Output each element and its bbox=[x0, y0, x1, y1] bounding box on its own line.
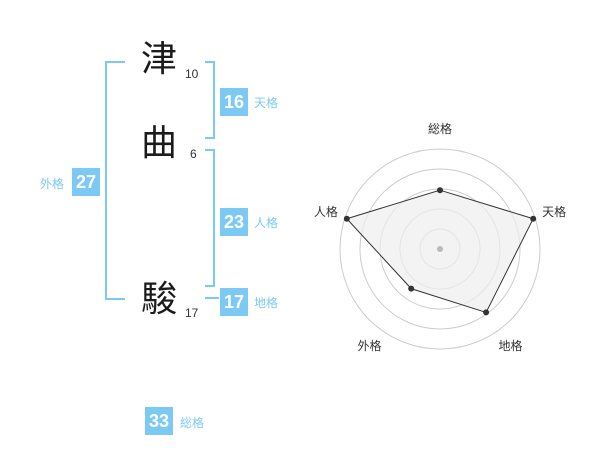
stroke-count-1: 10 bbox=[185, 67, 199, 81]
name-char-2: 曲 bbox=[141, 123, 178, 164]
soukaku-value-badge: 33 bbox=[145, 407, 173, 435]
tenkaku-bracket bbox=[205, 61, 215, 139]
radar-point-4 bbox=[408, 285, 415, 292]
radar-axis-label-2: 天格 bbox=[542, 204, 566, 219]
radar-point-2 bbox=[530, 215, 537, 222]
chikaku-value-badge: 17 bbox=[220, 288, 248, 316]
radar-point-1 bbox=[437, 187, 443, 194]
radar-axis-label-1: 総格 bbox=[428, 121, 452, 136]
chikaku-connector bbox=[205, 297, 219, 299]
gaikaku-value-badge: 27 bbox=[72, 168, 100, 196]
chikaku-label: 地格 bbox=[254, 296, 279, 310]
radar-point-5 bbox=[343, 215, 350, 222]
stroke-count-2: 6 bbox=[190, 147, 197, 161]
jinkaku-value-badge: 23 bbox=[220, 208, 248, 236]
tenkaku-label: 天格 bbox=[254, 96, 279, 110]
radar-ring bbox=[359, 168, 521, 330]
tenkaku-value-badge: 16 bbox=[220, 88, 248, 116]
stroke-count-3: 17 bbox=[185, 306, 199, 320]
radar-axis-label-3: 地格 bbox=[499, 338, 523, 353]
radar-point-3 bbox=[483, 309, 490, 316]
radar-axis-label-4: 外格 bbox=[357, 338, 381, 353]
radar-ring bbox=[339, 148, 541, 350]
radar-center-dot bbox=[437, 246, 443, 252]
jinkaku-label: 人格 bbox=[254, 216, 279, 230]
gaikaku-label: 外格 bbox=[40, 177, 65, 191]
name-char-3: 駿 bbox=[141, 279, 178, 320]
radar-axis-label-5: 人格 bbox=[314, 204, 338, 219]
soukaku-label: 総格 bbox=[180, 416, 205, 430]
name-char-1: 津 bbox=[141, 39, 178, 80]
jinkaku-bracket bbox=[205, 149, 215, 287]
gaikaku-bracket bbox=[105, 61, 125, 300]
